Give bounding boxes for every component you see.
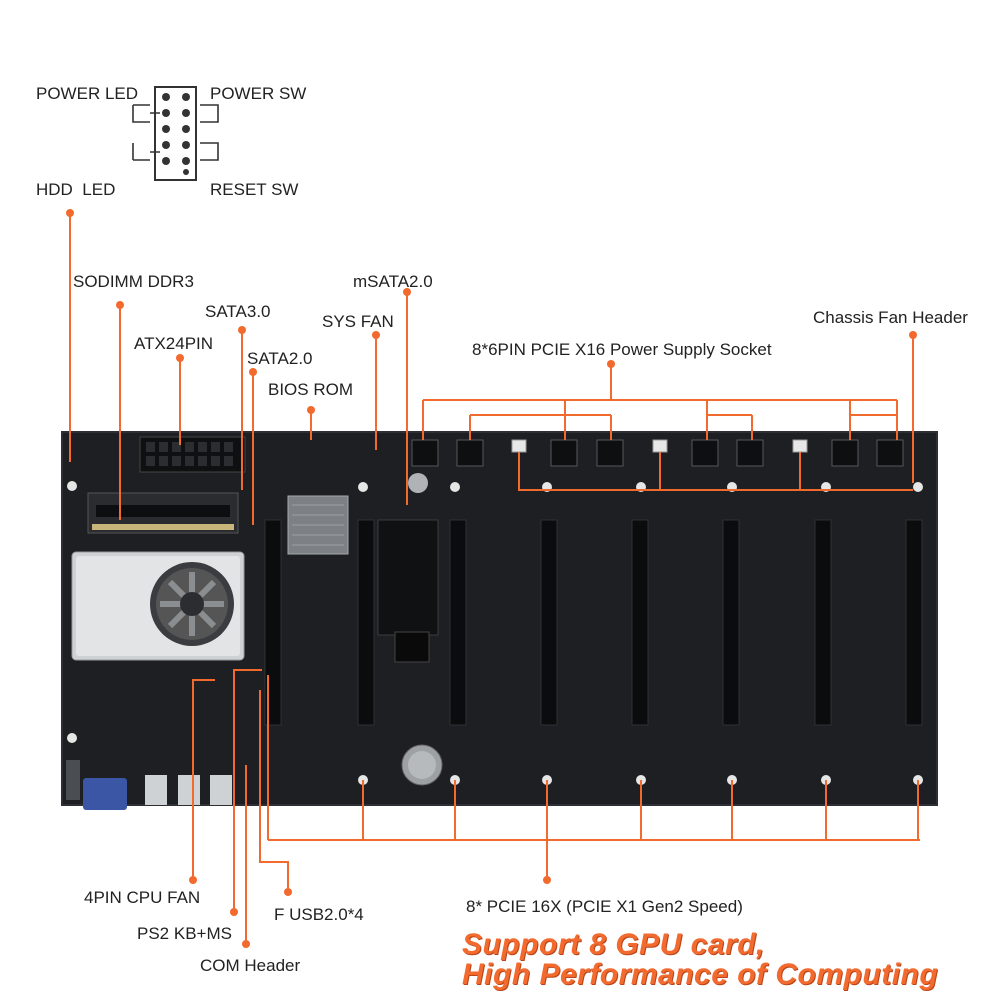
label-ps2: PS2 KB+MS <box>137 924 232 943</box>
label-com-header: COM Header <box>200 956 301 975</box>
tagline-line2: High Performance of Computing <box>462 958 939 991</box>
pcie-slots <box>264 519 923 726</box>
rear-io <box>66 760 232 810</box>
label-pcie-slots: 8* PCIE 16X (PCIE X1 Gen2 Speed) <box>466 897 743 916</box>
label-power-led: POWER LED <box>36 84 139 103</box>
label-sata3: SATA3.0 <box>205 302 271 321</box>
label-sodimm: SODIMM DDR3 <box>73 272 194 291</box>
cpu-heatsink <box>71 551 245 661</box>
label-f-usb: F USB2.0*4 <box>274 905 364 924</box>
label-atx24: ATX24PIN <box>134 334 214 353</box>
tagline-line1: Support 8 GPU card, <box>462 928 765 961</box>
pcie-power-sockets <box>411 439 904 467</box>
atx24-connector <box>139 436 246 473</box>
front-panel-header-icon <box>132 86 219 181</box>
label-pcie-power: 8*6PIN PCIE X16 Power Supply Socket <box>472 340 772 359</box>
label-hdd-led: HDD LED <box>36 180 116 199</box>
label-reset-sw: RESET SW <box>210 180 299 199</box>
label-cpu-fan: 4PIN CPU FAN <box>84 888 201 907</box>
leader-lines <box>69 213 920 944</box>
label-sata2: SATA2.0 <box>247 349 313 368</box>
label-sys-fan: SYS FAN <box>322 312 394 331</box>
label-power-sw: POWER SW <box>210 84 307 103</box>
msata-slot <box>377 519 439 636</box>
sodimm-slot <box>87 492 239 534</box>
label-msata: mSATA2.0 <box>353 272 433 291</box>
label-bios-rom: BIOS ROM <box>268 380 354 399</box>
label-chassis-fan: Chassis Fan Header <box>813 308 968 327</box>
